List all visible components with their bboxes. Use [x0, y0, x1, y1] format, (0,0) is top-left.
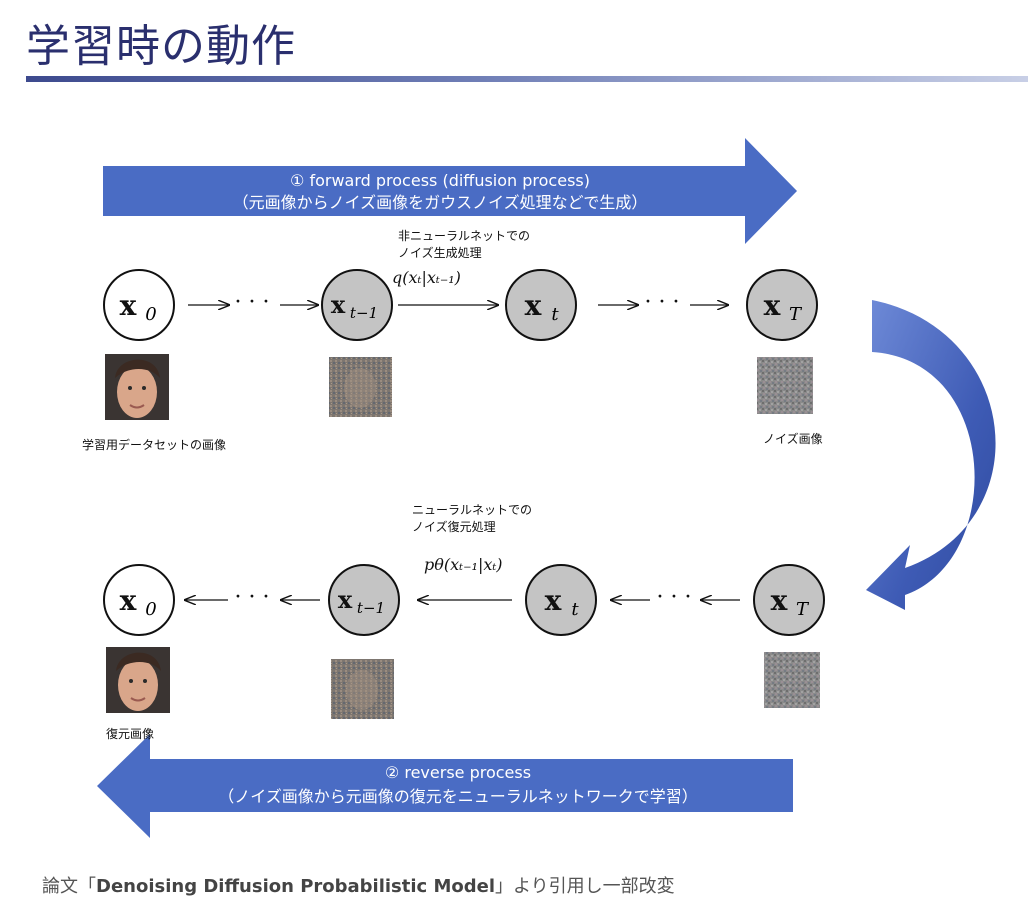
dots-top-1: · · ·: [235, 290, 270, 315]
diffusion-diagram: ① forward process (diffusion process) （元…: [82, 138, 996, 838]
svg-text:0: 0: [145, 304, 156, 325]
reverse-arrow-line1: ② reverse process: [385, 763, 531, 782]
top-row: x 0 · · · x t−1 非ニューラルネットでの ノイズ生成処理 q(xₜ…: [82, 229, 823, 452]
label-noise-image: ノイズ画像: [763, 431, 823, 446]
node-x0-top: x 0: [103, 269, 175, 341]
forward-note-line1: 非ニューラルネットでの: [398, 229, 530, 243]
reverse-equation: pθ(xₜ₋₁|xₜ): [424, 555, 503, 574]
svg-text:x: x: [545, 584, 562, 617]
noisy-face-image-top: [329, 357, 392, 417]
node-xT-top: x T: [746, 269, 818, 341]
forward-arrow-line2: （元画像からノイズ画像をガウスノイズ処理などで生成）: [233, 193, 648, 212]
label-restored-image: 復元画像: [106, 726, 154, 741]
svg-text:t−1: t−1: [357, 599, 385, 617]
noise-image-bottom: [764, 652, 820, 708]
reverse-arrow-line2: （ノイズ画像から元画像の復元をニューラルネットワークで学習）: [218, 787, 698, 806]
svg-text:x: x: [771, 584, 788, 617]
node-x0-bottom: x 0: [103, 564, 175, 636]
noise-image-top: [757, 357, 813, 414]
svg-text:t: t: [571, 599, 579, 620]
caption-paper-title: Denoising Diffusion Probabilistic Model: [96, 876, 496, 897]
source-caption: 論文「Denoising Diffusion Probabilistic Mod…: [42, 872, 675, 898]
dots-top-2: · · ·: [645, 290, 680, 315]
curved-transition-arrow: [866, 300, 996, 610]
svg-text:x: x: [525, 289, 542, 322]
forward-note-line2: ノイズ生成処理: [398, 245, 482, 260]
svg-text:x: x: [338, 585, 353, 614]
svg-text:T: T: [796, 599, 810, 620]
noisy-face-image-bottom: [331, 659, 394, 719]
node-xt-top: x t: [505, 269, 577, 341]
svg-text:x: x: [120, 584, 137, 617]
reverse-process-arrow: ② reverse process （ノイズ画像から元画像の復元をニューラルネッ…: [97, 734, 793, 838]
node-xT-bottom: x T: [753, 564, 825, 636]
forward-equation: q(xₜ|xₜ₋₁): [392, 268, 461, 287]
node-xt-bottom: x t: [525, 564, 597, 636]
svg-text:0: 0: [145, 599, 156, 620]
forward-process-arrow: ① forward process (diffusion process) （元…: [103, 138, 797, 244]
svg-text:T: T: [789, 304, 803, 325]
dots-bottom-2: · · ·: [657, 585, 692, 610]
svg-text:t: t: [551, 304, 559, 325]
face-image-restored: [106, 647, 170, 713]
reverse-note-line1: ニューラルネットでの: [412, 503, 532, 517]
page-title: 学習時の動作: [26, 21, 296, 72]
forward-arrow-line1: ① forward process (diffusion process): [290, 171, 590, 190]
label-dataset-image: 学習用データセットの画像: [82, 437, 226, 452]
svg-text:x: x: [120, 289, 137, 322]
svg-text:x: x: [331, 290, 346, 319]
face-image-original: [105, 354, 169, 420]
svg-text:t−1: t−1: [350, 304, 378, 322]
node-xt-minus-1-bottom: x t−1: [328, 564, 400, 636]
caption-suffix: 」より引用し一部改変: [495, 876, 675, 897]
svg-text:x: x: [764, 289, 781, 322]
caption-prefix: 論文「: [42, 876, 96, 897]
title-underline: [26, 76, 1028, 82]
reverse-note-line2: ノイズ復元処理: [412, 519, 496, 534]
bottom-row: x 0 · · · x t−1 ニューラルネットでの ノイズ復元処理 pθ(xₜ…: [103, 503, 825, 741]
node-xt-minus-1-top: x t−1: [321, 269, 393, 341]
dots-bottom-1: · · ·: [235, 585, 270, 610]
